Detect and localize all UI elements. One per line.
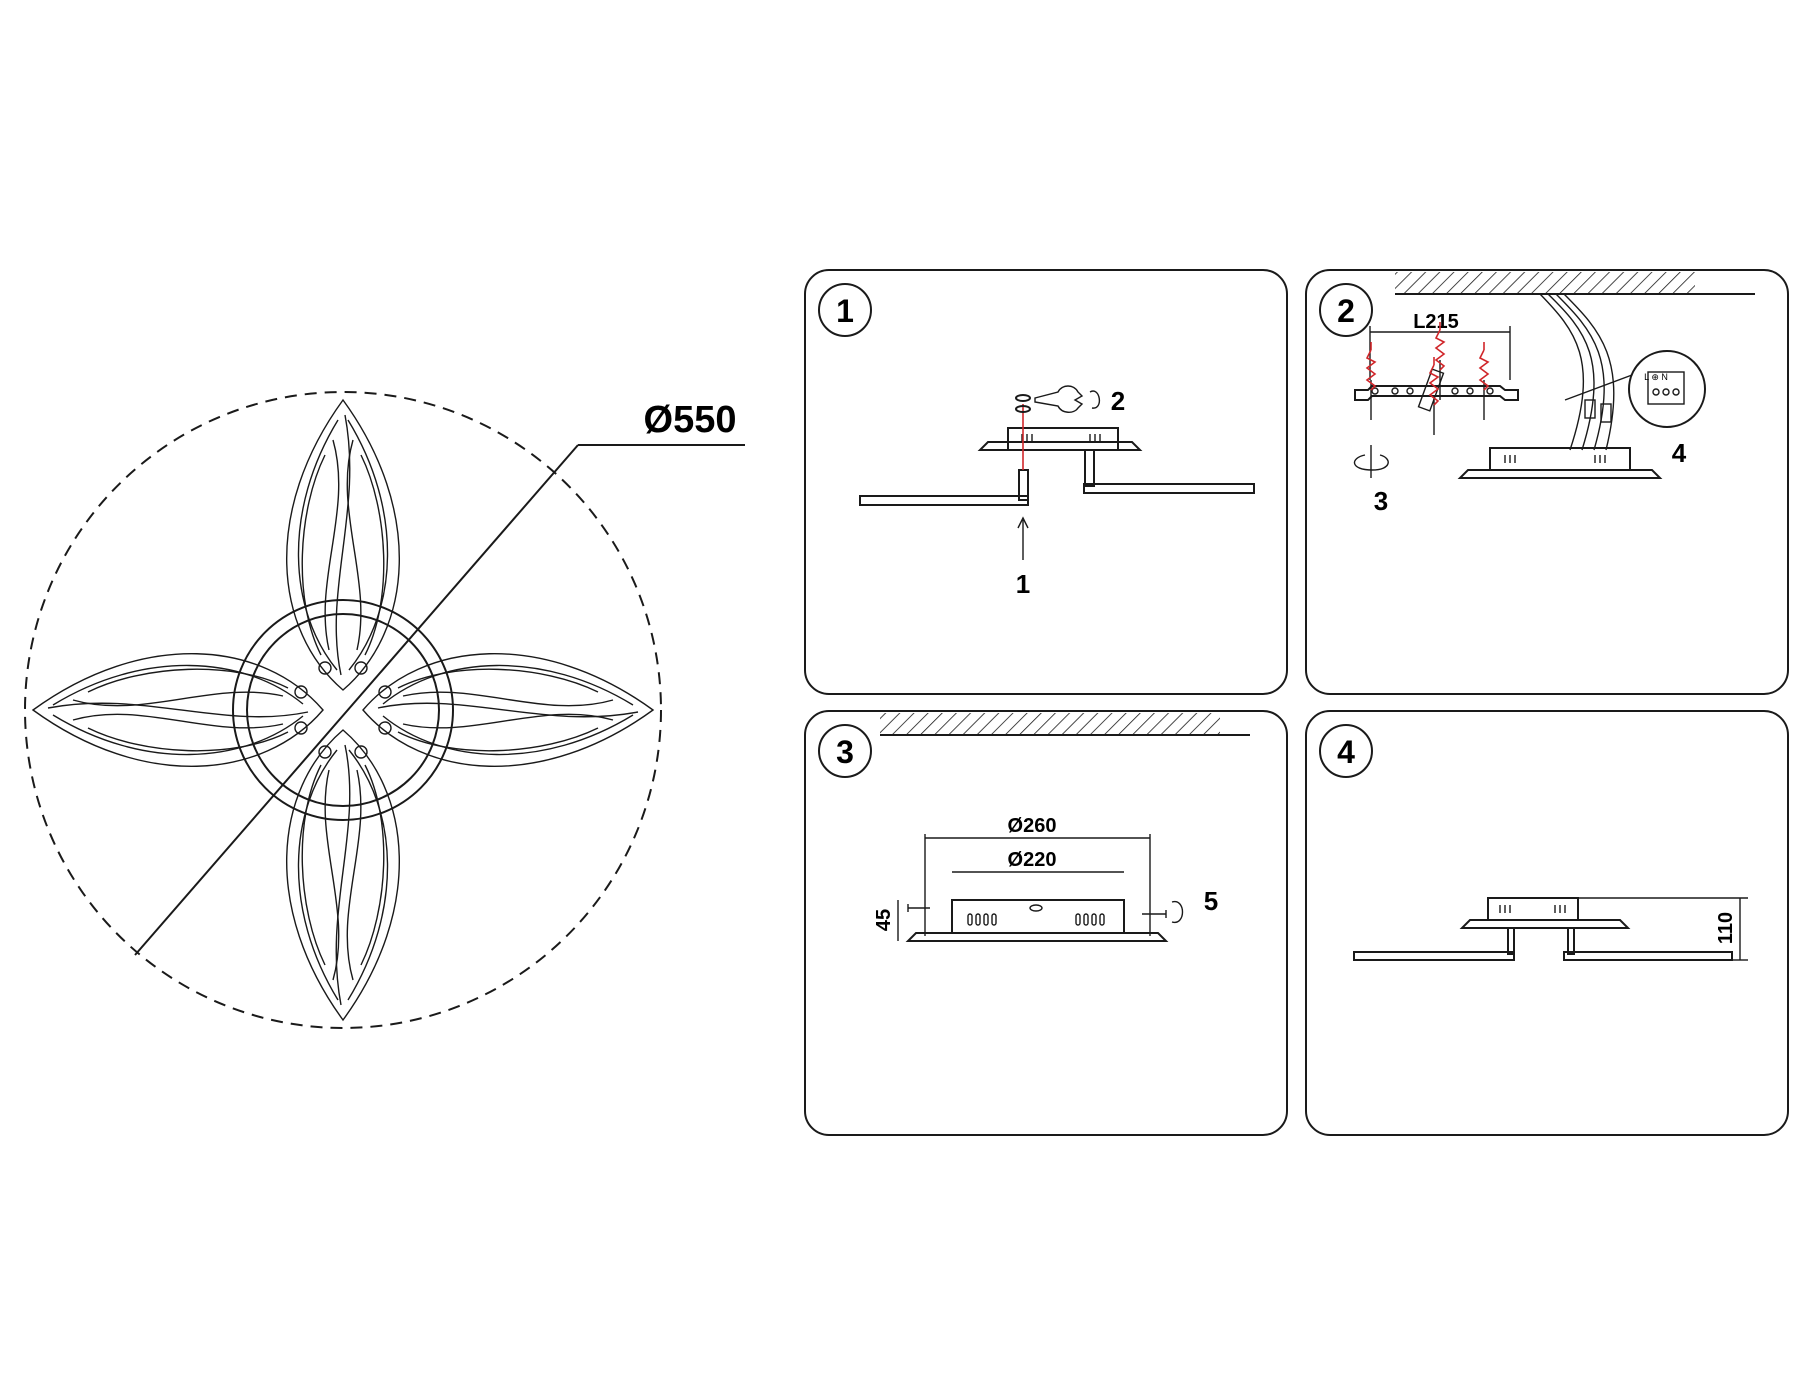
outer-diameter-circle [24, 391, 662, 1029]
side-screw-right [1142, 910, 1167, 918]
driver-box [1489, 447, 1631, 471]
panel-frame [1305, 710, 1789, 1136]
vent-slots [1499, 905, 1566, 913]
base-plate [1457, 469, 1663, 479]
top-view-drawing: Ø550 [24, 391, 745, 1029]
connector [1584, 399, 1596, 419]
driver-box [1007, 427, 1119, 451]
step-2-panel: 2 L215 3 L ⊕ N [1305, 269, 1789, 695]
center-ring-outer [232, 599, 454, 821]
outer-diameter-label: Ø260 [1008, 815, 1057, 837]
base-plate [905, 932, 1169, 942]
terminal-block-detail [1628, 350, 1706, 428]
panel-frame [804, 710, 1288, 1136]
total-height-label: 110 [1715, 912, 1737, 944]
petal-left [32, 652, 324, 768]
arm-left-post [1507, 927, 1515, 955]
diameter-label: Ø550 [644, 399, 737, 441]
terminal-block [1647, 371, 1685, 405]
arm-right-post [1567, 927, 1575, 955]
step-4-panel: 4 110 [1305, 710, 1789, 1136]
bracket-holes [1371, 387, 1494, 395]
step-number: 3 [836, 734, 854, 770]
step-number: 4 [1337, 734, 1355, 770]
ceiling-hatch [1395, 272, 1695, 294]
center-ring-inner [246, 613, 440, 807]
petal-top [285, 399, 401, 691]
mounting-bracket [1354, 385, 1519, 401]
terminal-marks: L ⊕ N [1644, 372, 1668, 382]
ceiling-hatch [880, 713, 1220, 735]
callout-2: 2 [1111, 386, 1125, 416]
diameter-leader-line [134, 444, 579, 956]
step-number-circle [1319, 283, 1373, 337]
vent-slots [967, 913, 1105, 926]
callout-1: 1 [1016, 569, 1030, 599]
washer [1015, 405, 1031, 413]
step-number: 1 [836, 293, 854, 329]
vent-slots [1504, 455, 1606, 463]
step-1-panel: 1 2 1 [804, 269, 1288, 695]
rotate-arrow-icon [1089, 390, 1100, 409]
step-number: 2 [1337, 293, 1355, 329]
inner-diameter-label: Ø220 [1008, 849, 1057, 871]
height-label: 45 [873, 909, 895, 931]
arm-left [1353, 951, 1515, 961]
rotate-arrow-icon [1171, 901, 1184, 923]
callout-3: 3 [1374, 486, 1388, 516]
step-3-panel: 3 Ø260 Ø220 5 45 [804, 710, 1288, 1136]
petals [32, 399, 654, 1021]
step-number-circle [1319, 724, 1373, 778]
wire [1539, 293, 1584, 451]
rotate-arrow-icon [1353, 454, 1389, 471]
panel-frame [804, 269, 1288, 695]
step-number-circle [818, 283, 872, 337]
callout-4: 4 [1672, 438, 1687, 468]
side-screw-left [907, 904, 930, 912]
petal-bottom [285, 729, 401, 1021]
nut [1015, 394, 1031, 402]
step-number-circle [818, 724, 872, 778]
panel-frame [1305, 269, 1789, 695]
petal-right [362, 652, 654, 768]
bracket-length-label: L215 [1413, 311, 1459, 333]
callout-5: 5 [1204, 886, 1218, 916]
arm-right [1563, 951, 1733, 961]
threaded-rod [1417, 368, 1445, 412]
wrench-icon [1034, 385, 1084, 413]
arm-right-post [1084, 449, 1095, 487]
arm-right [1083, 483, 1255, 494]
vent-slots [1021, 434, 1101, 442]
